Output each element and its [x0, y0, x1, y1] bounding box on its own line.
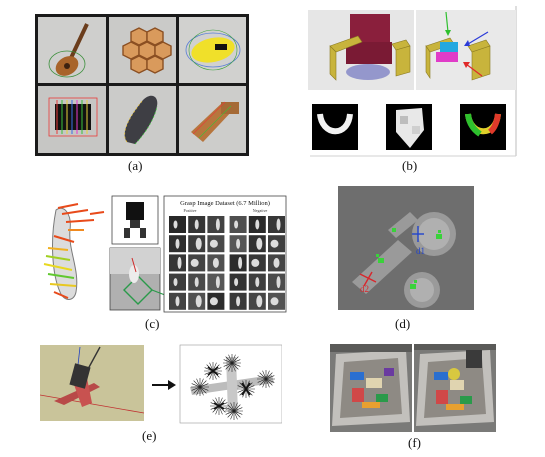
grasp-candidate-stroke — [257, 375, 275, 383]
caption-b: (b) — [402, 158, 418, 173]
caption-d: (d) — [395, 316, 411, 331]
red-grasp-arrow: d2 — [359, 271, 377, 294]
dataset-object — [209, 239, 218, 248]
caption-c: (c) — [145, 316, 160, 331]
dataset-object — [173, 278, 178, 287]
caption-a: (a) — [128, 158, 143, 173]
blue-arrow — [467, 31, 489, 45]
blue-grasp-arrow: d1 — [412, 226, 425, 256]
dataset-object — [175, 296, 180, 307]
colored-point-cloud — [436, 42, 458, 62]
depth-thumbnail-2 — [386, 104, 432, 150]
grasp-candidate-stroke — [223, 359, 241, 367]
grasp-candidate-stroke — [225, 407, 243, 415]
bin-photo-1 — [330, 344, 412, 432]
depth-thumbnail-3 — [460, 104, 506, 150]
dataset-object — [212, 257, 219, 268]
dark-rock-object — [124, 95, 158, 145]
dataset-object — [175, 238, 180, 249]
panel-c-grasp-dataset: Grasp Image Dataset (6.7 Million) Positi… — [28, 194, 288, 314]
dataset-object — [194, 219, 199, 230]
yellow-bottle-object — [185, 29, 241, 71]
dataset-object — [251, 258, 260, 267]
caption-e: (e) — [142, 428, 157, 443]
dataset-object — [209, 297, 218, 306]
rendered-scene-thumbnail — [109, 247, 161, 311]
gripper-left — [329, 35, 411, 81]
wooden-l-block-object — [191, 101, 239, 142]
dataset-object — [195, 295, 202, 308]
positive-label: Positive — [184, 208, 197, 213]
panel-f-bin-picking — [330, 344, 496, 432]
dataset-object — [194, 277, 199, 288]
dataset-object — [256, 237, 263, 250]
dataset-object — [190, 258, 199, 267]
dataset-object — [177, 256, 182, 269]
green-grasp-markers — [376, 228, 442, 289]
black-box-object — [48, 97, 98, 137]
red-arrow — [465, 63, 483, 77]
bin-photo-2 — [414, 344, 496, 432]
dataset-title: Grasp Image Dataset (6.7 Million) — [180, 200, 270, 207]
dataset-object — [195, 237, 202, 250]
dataset-object — [270, 297, 279, 306]
dataset-object — [215, 218, 220, 231]
dataset-object — [234, 220, 239, 229]
d1-label: d1 — [416, 246, 425, 256]
dataset-object — [273, 257, 280, 268]
dataset-object — [238, 256, 243, 269]
green-arrow — [445, 11, 449, 33]
dataset-object — [173, 220, 178, 229]
grasp-candidates-diagram — [179, 344, 282, 424]
dataset-object — [270, 239, 279, 248]
dataset-object — [236, 238, 241, 249]
d2-label: d2 — [360, 284, 369, 294]
3d-object-with-grasps — [43, 203, 105, 300]
dataset-object — [255, 219, 260, 230]
dataset-object — [236, 296, 241, 307]
dataset-object — [276, 218, 281, 231]
dataset-object — [234, 278, 239, 287]
dataset-object — [215, 276, 220, 289]
object-point-cloud — [346, 14, 392, 80]
negative-label: Negative — [253, 208, 268, 213]
panel-d-planar-grasps: d1 d2 — [338, 186, 474, 310]
guitar-object — [48, 23, 89, 78]
dataset-thumbnail-grid — [169, 216, 285, 310]
dataset-object — [256, 295, 263, 308]
panel-b-grasp-planning — [300, 2, 520, 158]
airplane-render — [40, 345, 145, 421]
panel-e-airplane-grasp — [40, 343, 282, 425]
panel-a-object-grid — [35, 14, 249, 156]
gripper-thumbnail — [111, 195, 159, 245]
dataset-object — [255, 277, 260, 288]
caption-f: (f) — [408, 435, 421, 450]
dataset-object — [276, 276, 281, 289]
honeycomb-object — [122, 27, 172, 74]
depth-thumbnail-1 — [312, 104, 358, 150]
grasp-candidate-stroke — [191, 383, 209, 391]
